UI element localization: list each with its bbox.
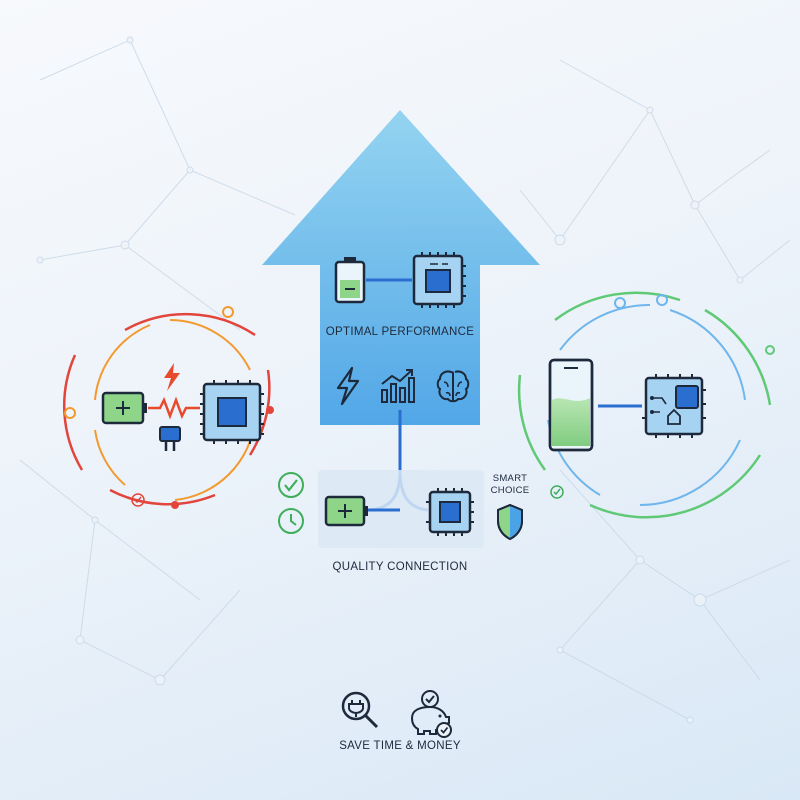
shield-icon bbox=[497, 503, 523, 541]
smart-choice-line2: CHOICE bbox=[490, 485, 530, 496]
network-background bbox=[19, 36, 791, 724]
battery-icon-left bbox=[101, 391, 147, 425]
chip-icon bbox=[412, 252, 466, 308]
clock-icon bbox=[278, 508, 304, 534]
quality-connection-label: QUALITY CONNECTION bbox=[332, 561, 468, 573]
lightning-bolt-icon-left bbox=[164, 363, 180, 391]
chip-icon-left bbox=[200, 380, 264, 444]
chip-icon-quality bbox=[426, 488, 474, 536]
lightning-bolt-icon bbox=[336, 366, 360, 406]
brain-icon bbox=[436, 370, 470, 403]
resistor-wire bbox=[148, 396, 200, 420]
performance-arrow bbox=[262, 110, 540, 425]
plug-icon bbox=[159, 426, 181, 451]
plug-search-icon bbox=[341, 691, 379, 729]
phone-icon bbox=[548, 358, 594, 452]
smart-choice-line1: SMART bbox=[492, 473, 528, 484]
growth-chart-icon bbox=[381, 369, 415, 403]
battery-low-icon bbox=[334, 257, 366, 304]
chip-icon-right bbox=[642, 374, 706, 438]
smart-choice-label: SMART CHOICE bbox=[480, 473, 540, 497]
optimal-performance-label: OPTIMAL PERFORMANCE bbox=[325, 326, 475, 338]
save-time-money-label: SAVE TIME & MONEY bbox=[339, 740, 461, 752]
piggy-bank-icon bbox=[410, 690, 452, 738]
check-icon bbox=[278, 472, 304, 498]
right-circuit-group bbox=[517, 291, 775, 519]
battery-icon bbox=[324, 495, 368, 527]
